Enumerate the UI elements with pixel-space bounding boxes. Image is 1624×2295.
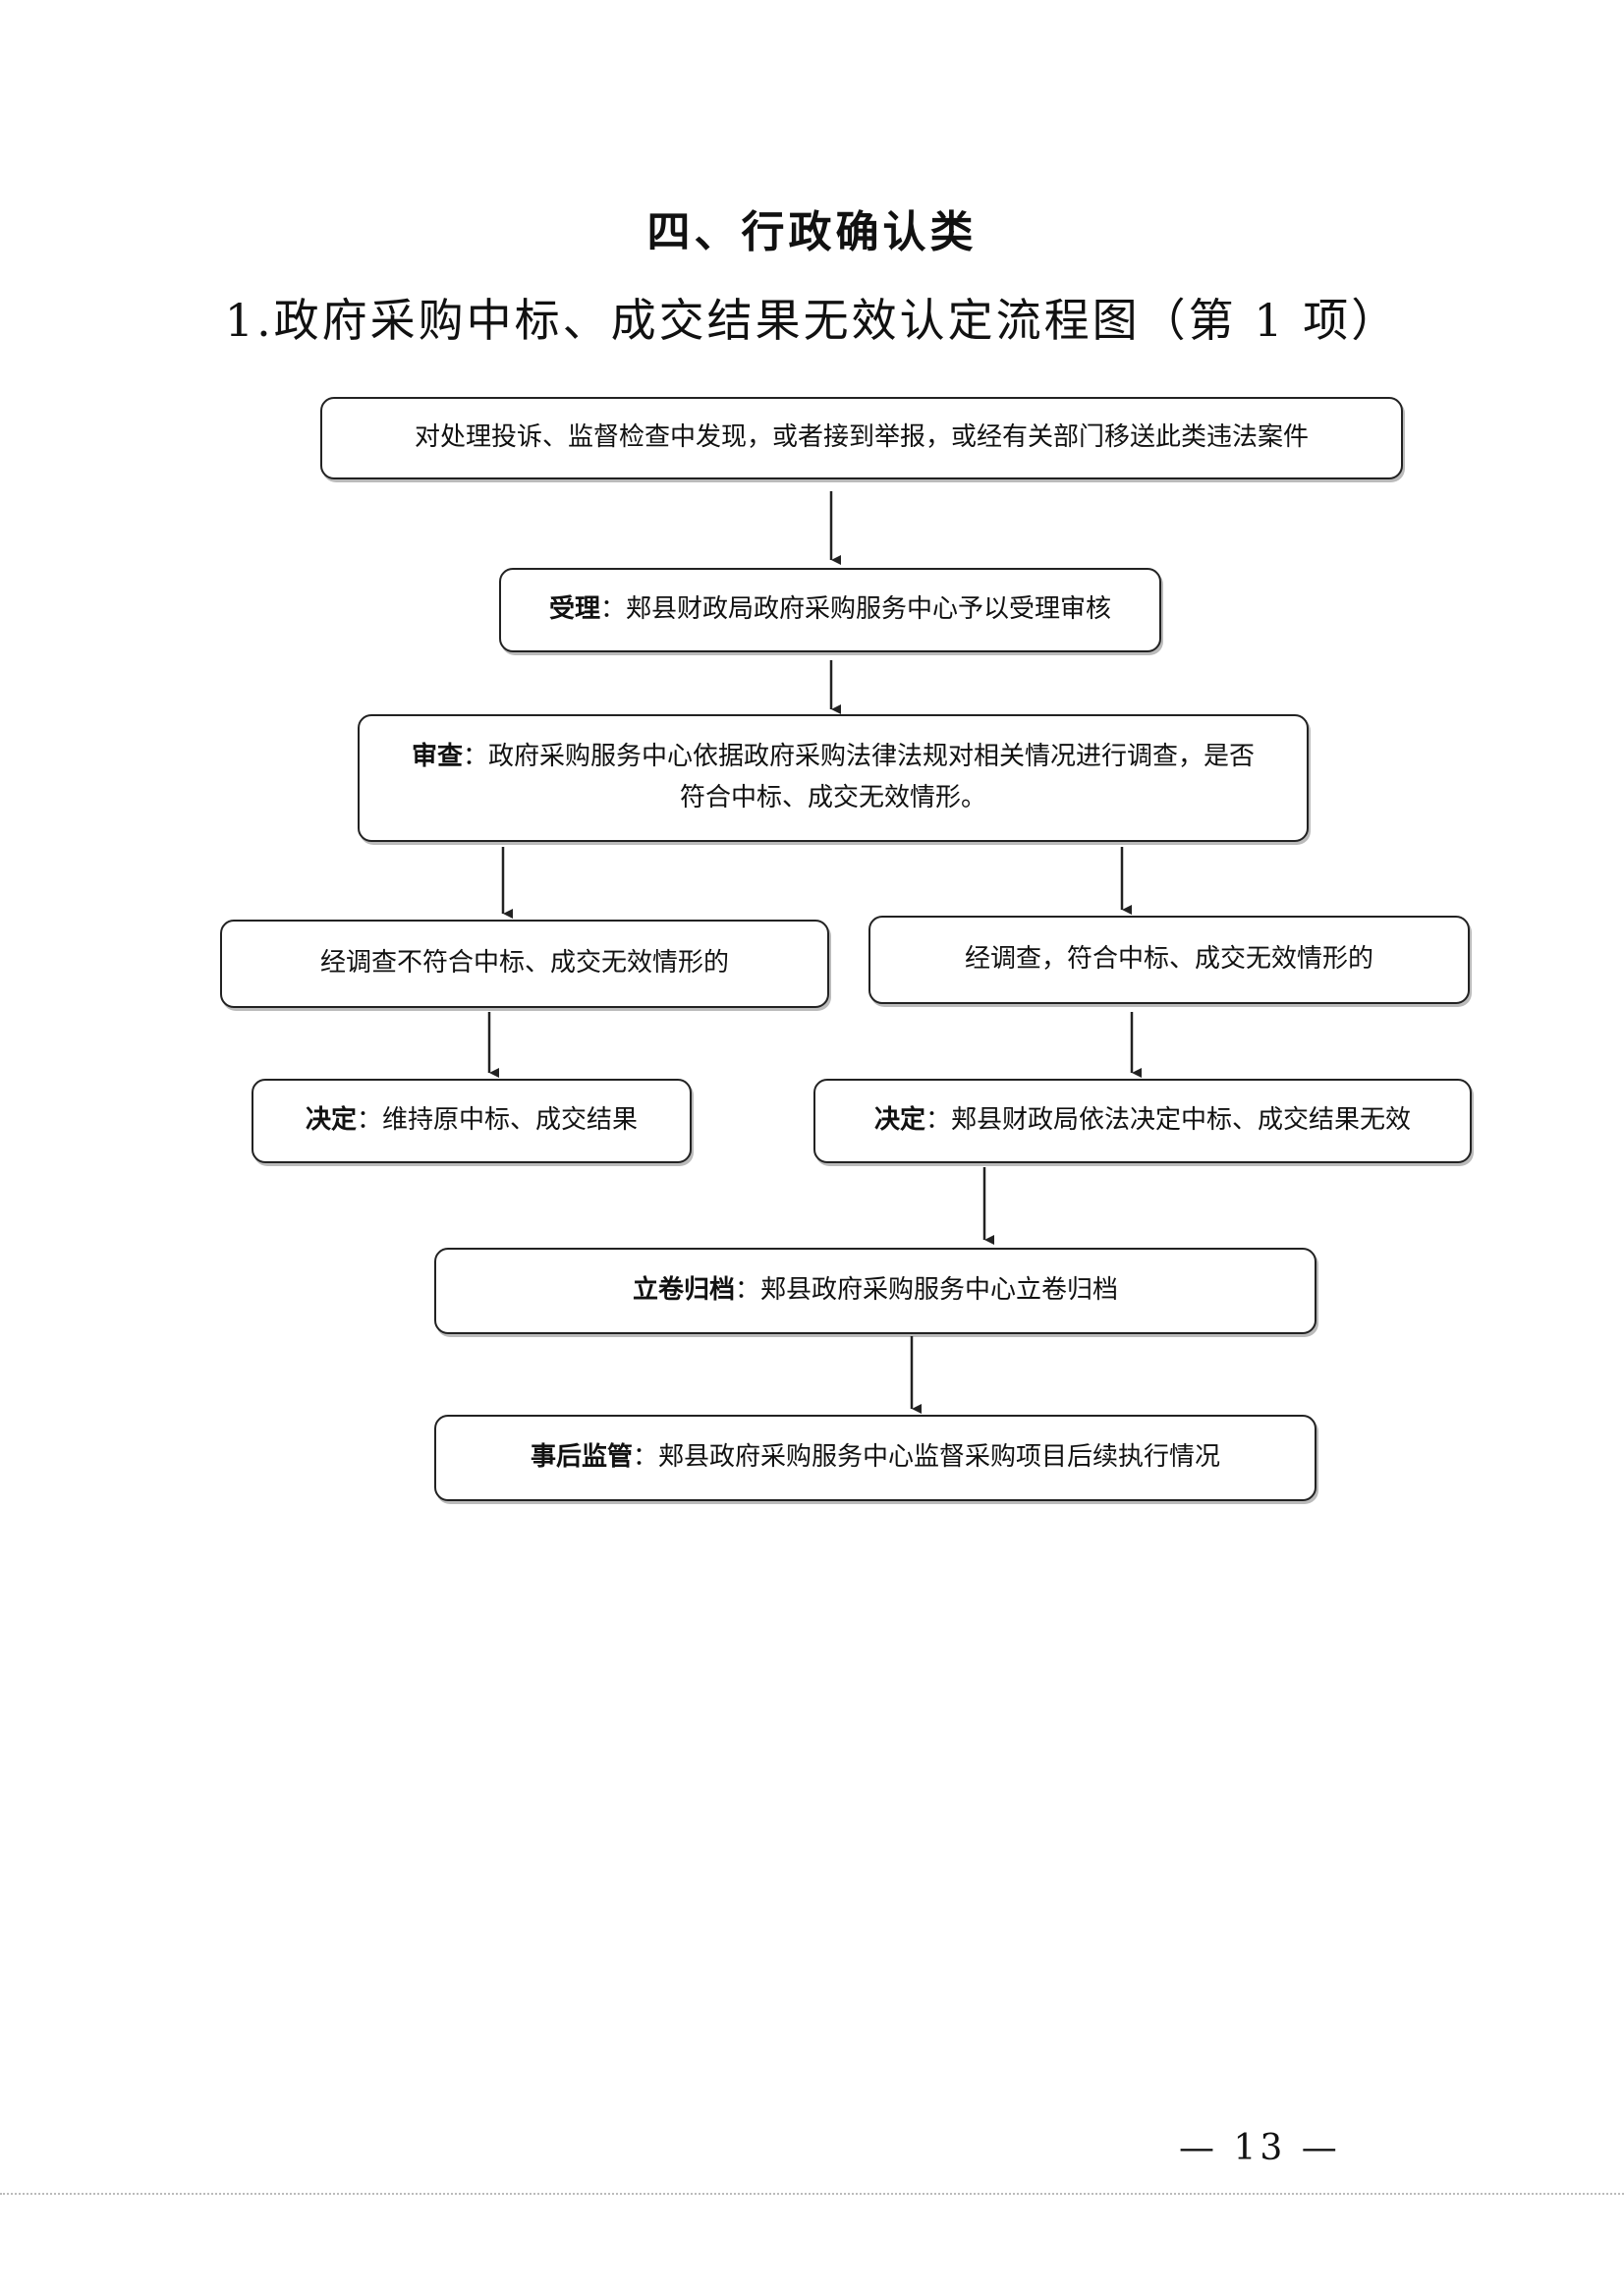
- decision-keep-text: ：维持原中标、成交结果: [357, 1105, 639, 1136]
- decision-invalid-node: 决定：郏县财政局依法决定中标、成交结果无效: [813, 1079, 1472, 1163]
- decision-invalid-label: 决定: [873, 1105, 925, 1136]
- review-node: 审查：政府采购服务中心依据政府采购法律法规对相关情况进行调查，是否符合中标、成交…: [358, 714, 1309, 842]
- review-node-text: ：政府采购服务中心依据政府采购法律法规对相关情况进行调查，是否符合中标、成交无效…: [463, 742, 1256, 812]
- match-node: 经调查，符合中标、成交无效情形的: [868, 916, 1470, 1004]
- review-node-label: 审查: [411, 742, 463, 772]
- archive-node: 立卷归档：郏县政府采购服务中心立卷归档: [434, 1248, 1316, 1334]
- not-match-node: 经调查不符合中标、成交无效情形的: [220, 920, 829, 1008]
- archive-node-label: 立卷归档: [632, 1275, 735, 1306]
- flowchart-title: 1.政府采购中标、成交结果无效认定流程图（第 1 项）: [224, 294, 1400, 347]
- start-node: 对处理投诉、监督检查中发现，或者接到举报，或经有关部门移送此类违法案件: [320, 397, 1403, 479]
- archive-node-text: ：郏县政府采购服务中心立卷归档: [735, 1275, 1119, 1306]
- not-match-node-text: 经调查不符合中标、成交无效情形的: [319, 948, 729, 979]
- supervise-node-text: ：郏县政府采购服务中心监督采购项目后续执行情况: [633, 1442, 1221, 1473]
- accept-node-label: 受理: [548, 594, 600, 625]
- supervise-node-label: 事后监管: [530, 1442, 633, 1473]
- section-heading: 四、行政确认类: [646, 207, 978, 257]
- accept-node: 受理：郏县财政局政府采购服务中心予以受理审核: [499, 568, 1161, 652]
- match-node-text: 经调查，符合中标、成交无效情形的: [964, 944, 1373, 975]
- page-number: — 13 —: [1179, 2128, 1341, 2168]
- footer-rule: [0, 2193, 1624, 2195]
- decision-invalid-text: ：郏县财政局依法决定中标、成交结果无效: [925, 1105, 1412, 1136]
- decision-keep-node: 决定：维持原中标、成交结果: [252, 1079, 692, 1163]
- accept-node-text: ：郏县财政局政府采购服务中心予以受理审核: [600, 594, 1112, 625]
- start-node-text: 对处理投诉、监督检查中发现，或者接到举报，或经有关部门移送此类违法案件: [414, 422, 1309, 453]
- decision-keep-label: 决定: [305, 1105, 357, 1136]
- supervise-node: 事后监管：郏县政府采购服务中心监督采购项目后续执行情况: [434, 1415, 1316, 1501]
